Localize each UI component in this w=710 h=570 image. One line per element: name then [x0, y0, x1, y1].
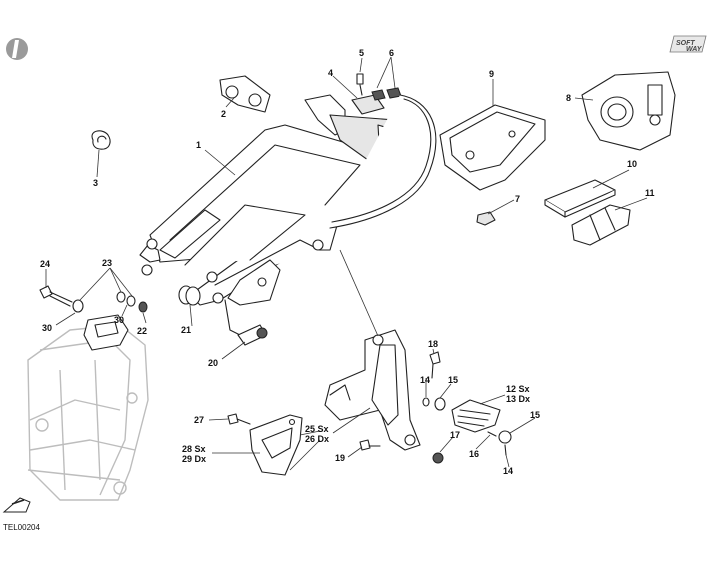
soft-way-logo: SOFT WAY	[669, 35, 707, 53]
callout-24: 24	[40, 259, 50, 269]
footpeg-pin-left	[422, 397, 446, 464]
motorcycle-view-icon	[2, 497, 31, 513]
callout-13: 13 Dx	[506, 394, 530, 404]
callout-10: 10	[627, 159, 637, 169]
owner-manual	[544, 179, 616, 218]
rubber-bushing	[178, 285, 201, 306]
callout-7: 7	[515, 194, 520, 204]
callout-28: 28 Sx	[182, 444, 206, 454]
callout-26: 26 Dx	[305, 434, 329, 444]
brake-fittings	[329, 87, 437, 229]
tail-bracket	[219, 75, 271, 113]
callout-labels: 1 2 3 4 5 6 7 8 9 10 11 12 Sx 13 Dx 14 1…	[40, 48, 655, 476]
callout-19: 19	[335, 453, 345, 463]
callout-20: 20	[208, 358, 218, 368]
leader-lines	[45, 56, 648, 471]
svg-text:SOFT: SOFT	[676, 40, 695, 47]
heel-guard	[249, 414, 303, 476]
callout-6: 6	[389, 48, 394, 58]
callout-14-right: 14	[503, 466, 513, 476]
callout-15-right: 15	[530, 410, 540, 420]
drawing-reference: TEL00204	[3, 523, 40, 532]
callout-29: 29 Dx	[182, 454, 206, 464]
cap-nut	[476, 211, 496, 226]
tool-kit-bag	[571, 204, 631, 246]
callout-3: 3	[93, 178, 98, 188]
callout-2: 2	[221, 109, 226, 119]
callout-12: 12 Sx	[506, 384, 530, 394]
callout-1: 1	[196, 140, 201, 150]
callout-5: 5	[359, 48, 364, 58]
footpeg-hanger	[324, 329, 421, 451]
heel-guard-bolt	[227, 413, 251, 425]
callout-25: 25 Sx	[305, 424, 329, 434]
callout-4: 4	[328, 68, 333, 78]
storage-tray	[439, 104, 546, 191]
callout-11: 11	[645, 188, 655, 198]
callout-9: 9	[489, 69, 494, 79]
callout-23: 23	[102, 258, 112, 268]
manual-section-icon	[6, 38, 28, 60]
washers-set	[72, 291, 148, 313]
footpeg-spring-pin	[487, 430, 512, 456]
callout-14-left: 14	[420, 375, 430, 385]
mount-stud	[237, 324, 268, 346]
callout-21: 21	[181, 325, 191, 335]
passenger-footpeg	[451, 399, 501, 433]
footpeg-mount-block	[83, 314, 129, 351]
callout-15-left: 15	[448, 375, 458, 385]
frame-bolt	[39, 285, 73, 307]
background-frame-ghost	[27, 324, 149, 501]
hanger-bolt	[429, 351, 441, 379]
callout-16: 16	[469, 449, 479, 459]
callout-27: 27	[194, 415, 204, 425]
lock-cover	[581, 71, 676, 151]
callout-18: 18	[428, 339, 438, 349]
callout-30-right: 30	[114, 315, 124, 325]
spring-clip	[91, 130, 111, 150]
svg-text:WAY: WAY	[686, 46, 703, 53]
callout-30-left: 30	[42, 323, 52, 333]
callout-17: 17	[450, 430, 460, 440]
hanger-screw	[359, 439, 381, 451]
callout-8: 8	[566, 93, 571, 103]
callout-22: 22	[137, 326, 147, 336]
